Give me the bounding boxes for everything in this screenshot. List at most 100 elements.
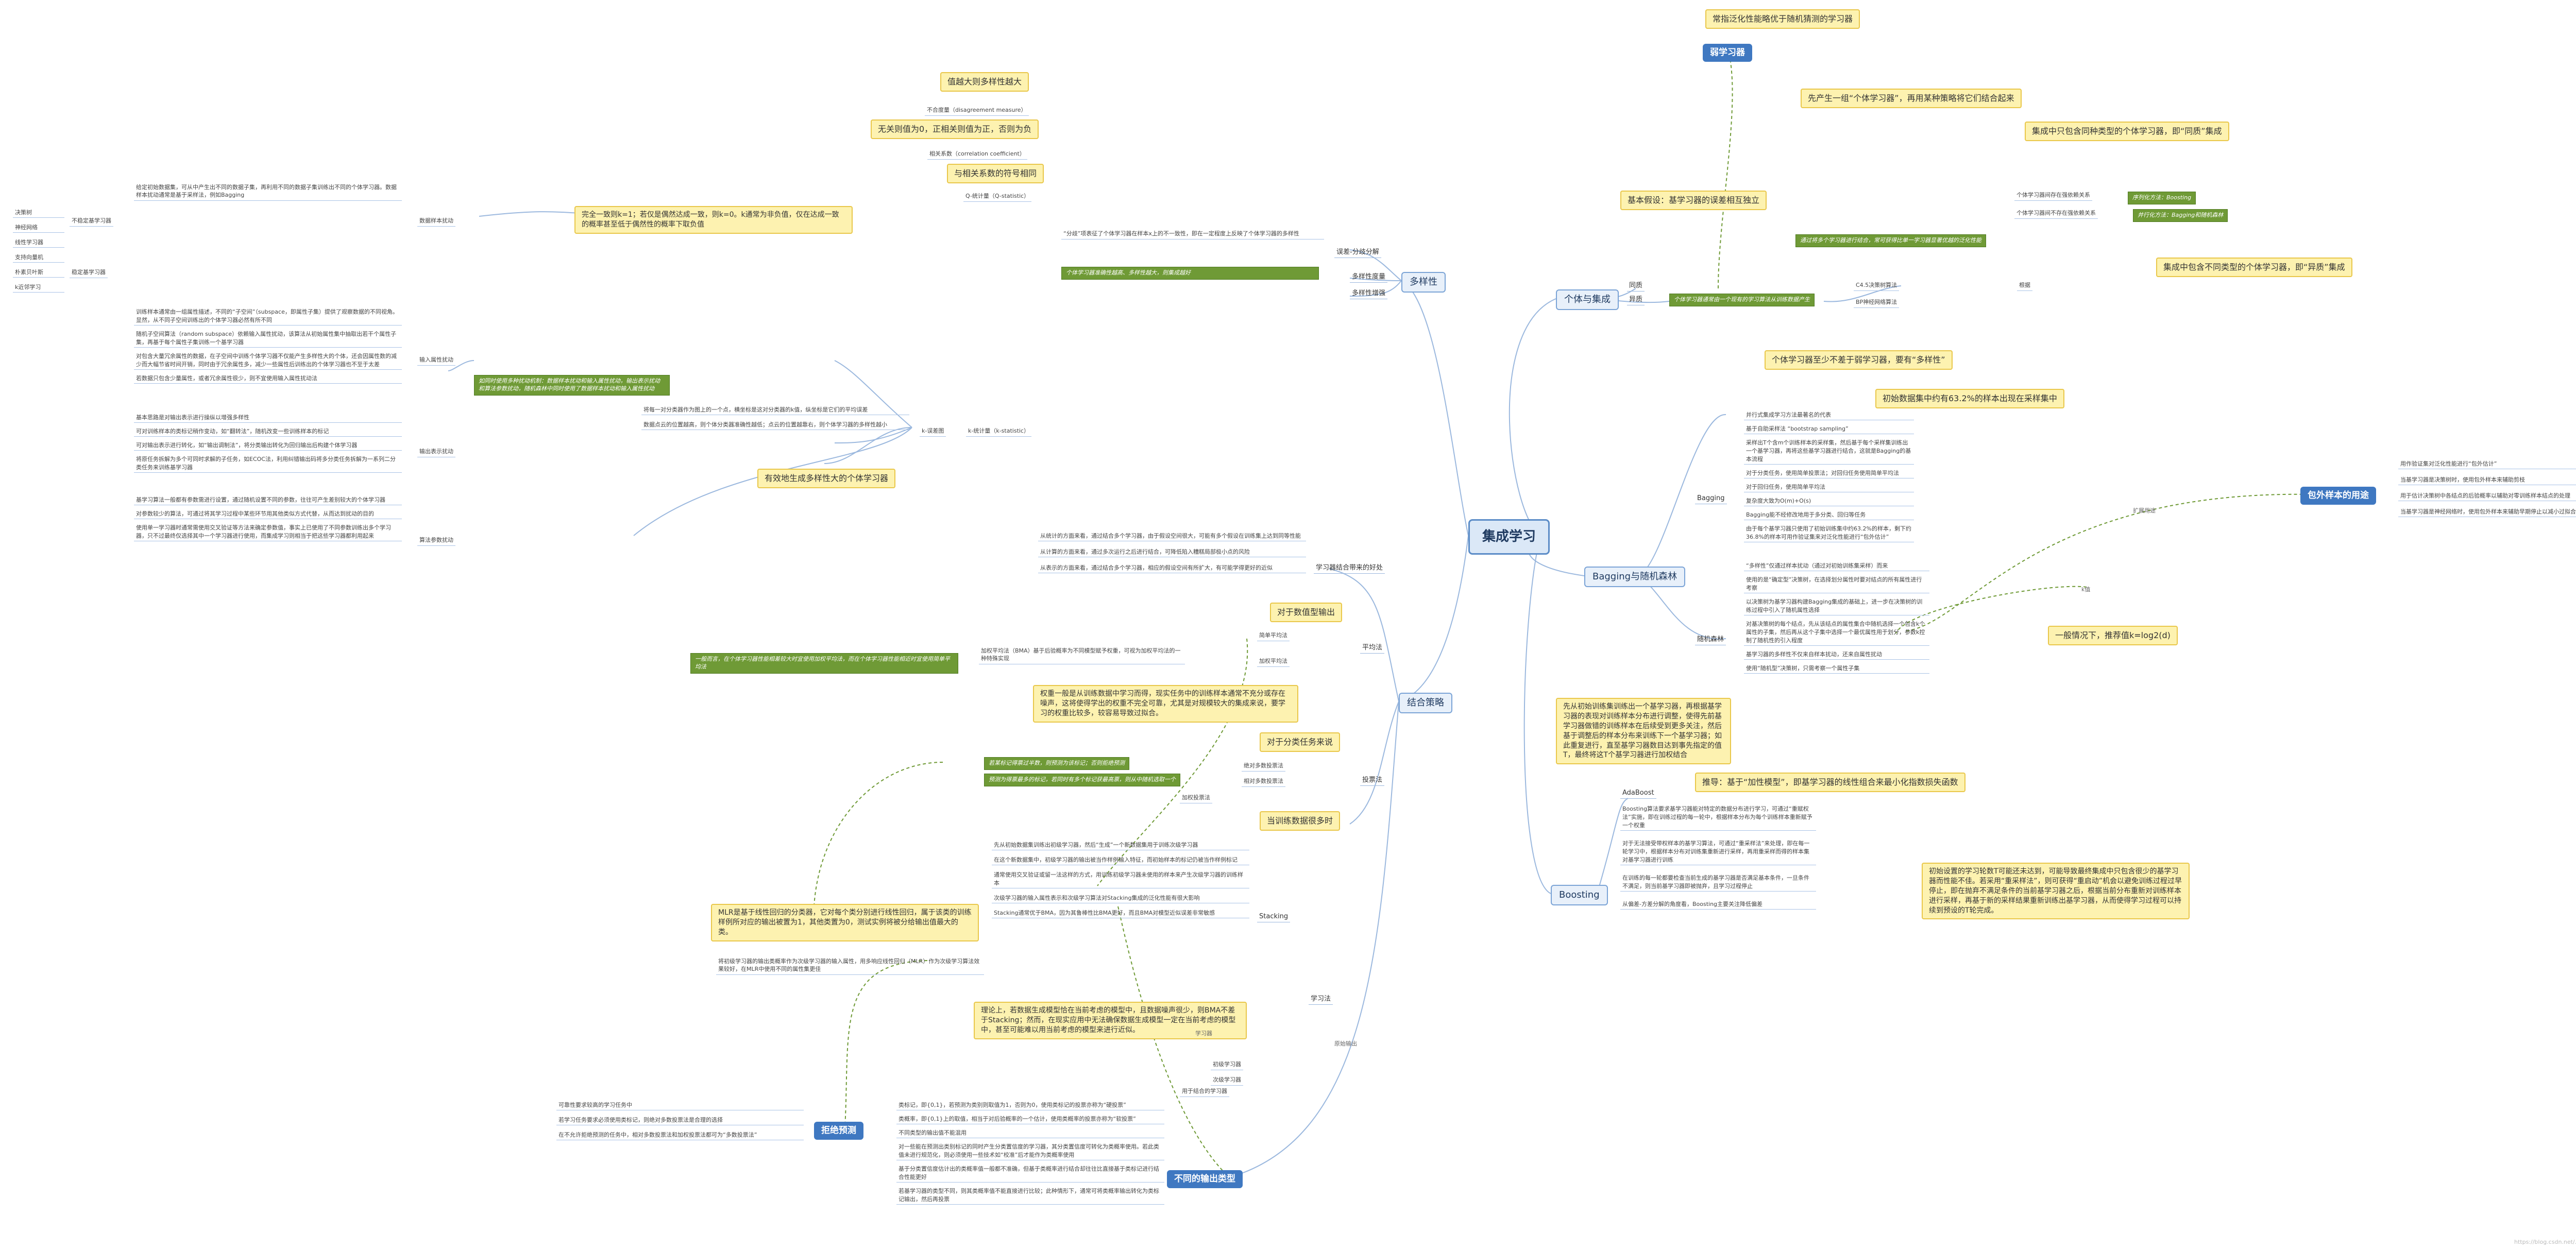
input-perturb-item: 训练样本通常由一组属性描述，不同的“子空间”（subspace，即属性子集）提供… (134, 306, 402, 325)
bma-desc: 加权平均法（BMA）基于后验概率为不同模型赋予权重，可视为加权平均法的一种特殊实… (979, 646, 1185, 664)
stacking-item: 在这个新数据集中，初级学习器的输出被当作样例输入特征，而初始样本的标记仍被当作样… (992, 854, 1249, 865)
stacking-item: Stacking通常优于BMA，因为其鲁棒性比BMA更好，而且BMA对模型近似误… (992, 907, 1249, 918)
primary-learner[interactable]: 初级学习器 (1211, 1060, 1243, 1070)
rf-item: 使用的是“确定型”决策树，在选择划分属性时要对结点的所有属性进行考察 (1744, 574, 1929, 593)
param-perturb-item: 基学习算法一般都有参数需进行设置，通过随机设置不同的参数，往往可产生差别较大的个… (134, 494, 402, 505)
output-perturb-item: 将原任务拆解为多个可同时求解的子任务，如ECOC法，利用纠错输出码将多分类任务拆… (134, 454, 402, 473)
data-perturb-text: 给定初始数据集，可从中产生出不同的数据子集，再利用不同的数据子集训练出不同的个体… (134, 183, 402, 201)
stacking-item: 通常使用交叉验证或留一法这样的方式，用训练初级学习器未使用的样本来产生次级学习器… (992, 869, 1249, 888)
root-node[interactable]: 集成学习 (1468, 519, 1550, 555)
c45-leaf[interactable]: C4.5决策树算法 (1854, 281, 1900, 291)
learning-label[interactable]: 学习法 (1309, 994, 1333, 1005)
parallel-label[interactable]: 个体学习器间不存在强依赖关系 (2014, 209, 2098, 219)
output-perturb-item: 基本思路是对输出表示进行操纵以增强多样性 (134, 412, 402, 423)
boosting-item: Boosting算法要求基学习器能对特定的数据分布进行学习，可通过“重赋权法”实… (1620, 803, 1816, 831)
plurality-vote[interactable]: 相对多数投票法 (1242, 777, 1285, 787)
branch-boosting[interactable]: Boosting (1551, 885, 1608, 906)
learner-type-item: 朴素贝叶斯 (13, 267, 64, 278)
boosting-item: 在训练的每一轮都要检查当前生成的基学习器是否满足基本条件，一旦条件不满足，则当前… (1620, 872, 1816, 892)
benefits-title[interactable]: 学习器结合带来的好处 (1314, 563, 1385, 574)
error-ambiguity-text: “分歧”项表征了个体学习器在样本x上的不一致性，即在一定程度上反映了个体学习器的… (1061, 229, 1324, 239)
kappa-item: 将每一对分类器作为图上的一个点，横坐标是这对分类器的k值，纵坐标是它们的平均误差 (641, 404, 909, 415)
reject-predict-node[interactable]: 拒绝预测 (814, 1122, 863, 1140)
majority-vote[interactable]: 绝对多数投票法 (1242, 761, 1285, 772)
bagging-item: 并行式集成学习方法最著名的代表 (1744, 409, 1914, 420)
data-perturb[interactable]: 数据样本扰动 (417, 216, 455, 227)
voting-label[interactable]: 投票法 (1360, 775, 1385, 786)
bagging-item: 对于分类任务，使用简单投票法；对回归任务使用简单平均法 (1744, 468, 1914, 478)
serial-label[interactable]: 个体学习器间存在强依赖关系 (2014, 191, 2092, 201)
unstable-learner[interactable]: 不稳定基学习器 (70, 216, 113, 227)
disagreement-measure[interactable]: 不合度量（disagreement measure） (925, 106, 1029, 116)
error-ambiguity-label[interactable]: 误差-分歧分解 (1334, 247, 1381, 258)
input-perturb[interactable]: 输入属性扰动 (417, 355, 455, 366)
oob-usage-node[interactable]: 包外样本的用途 (2300, 487, 2376, 505)
bagging-item: 采样出T个含m个训练样本的采样集，然后基于每个采样集训练出一个基学习器，再将这些… (1744, 437, 1914, 465)
boosting-item: 对于无法接受带权样本的基学习算法，可通过“重采样法”来处理，即在每一轮学习中，根… (1620, 838, 1816, 865)
heterogeneous-label[interactable]: 异质 (1627, 295, 1645, 305)
output-types-node[interactable]: 不同的输出类型 (1167, 1170, 1243, 1188)
k-float: k值 (2081, 586, 2091, 593)
weighted-avg[interactable]: 加权平均法 (1257, 657, 1290, 667)
output-perturb-item: 可对输出表示进行转化，如“输出调制法”，将分类输出转化为回归输出后构建个体学习器 (134, 440, 402, 451)
bma-stacking-note: 理论上，若数据生成模型恰在当前考虑的模型中，且数据噪声很少，则BMA不差于Sta… (974, 1002, 1247, 1039)
homogeneous-label[interactable]: 同质 (1627, 281, 1645, 292)
branch-bagging-rf[interactable]: Bagging与随机森林 (1584, 567, 1686, 588)
benefit-item: 从统计的方面来看，通过结合多个学习器，由于假设空间很大，可能有多个假设在训练集上… (1038, 530, 1306, 541)
random-forest-label[interactable]: 随机森林 (1695, 635, 1726, 645)
stacking-item: 次级学习器的输入属性表示和次级学习算法对Stacking集成的泛化性能有很大影响 (992, 893, 1249, 903)
kappa-item: 数据点云的位置越高，则个体分类器准确性越低；点云的位置越靠右，则个体学习器的多样… (641, 419, 909, 430)
watermark: https://blog.csdn.net/... (2514, 1239, 2576, 1245)
stable-learner[interactable]: 稳定基学习器 (70, 268, 108, 278)
q-statistic[interactable]: Q-统计量（Q-statistic） (963, 192, 1032, 202)
benefit-item: 从表示的方面来看，通过结合多个学习器，相应的假设空间有所扩大，有可能学得更好的近… (1038, 562, 1306, 573)
weighted-vote[interactable]: 加权投票法 (1180, 793, 1212, 803)
bagging-label[interactable]: Bagging (1695, 493, 1727, 504)
input-perturb-item: 若数据只包含少量属性，或者冗余属性很少，则不宜使用输入属性扰动法 (134, 373, 402, 384)
bagging-item: Bagging能不经修改地用于多分类、回归等任务 (1744, 509, 1914, 520)
rf-item: 使用“随机型”决策树，只需考察一个属性子集 (1744, 663, 1929, 674)
rf-item: 对基决策树的每个结点，先从该结点的属性集合中随机选择一个包含k个属性的子集，然后… (1744, 619, 1929, 646)
simple-avg[interactable]: 简单平均法 (1257, 631, 1290, 641)
high-diversity-note: 有效地生成多样性大的个体学习器 (757, 469, 896, 488)
first-produce-note: 先产生一组“个体学习器”，再用某种策略将它们结合起来 (1801, 89, 2022, 108)
combine-green-note: 通过将多个学习器进行结合，常可获得比单一学习器显著优越的泛化性能 (1795, 234, 1986, 247)
oob-item: 当基学习器是神经网络时，使用包外样本来辅助早期停止以减小过拟合风险 (2398, 506, 2576, 517)
weight-overfit-note: 权重一般是从训练数据中学习而得，现实任务中的训练样本通常不充分或存在噪声，这将使… (1033, 685, 1298, 723)
output-type-item: 基于分类置信度估计出的类概率值一般都不准确，但基于类概率进行结合却往往比直接基于… (896, 1163, 1164, 1183)
benefit-item: 从计算的方面来看，通过多次运行之后进行结合，可降低陷入糟糕局部极小点的风险 (1038, 546, 1306, 557)
vote-green-note: 若某标记得票过半数，则预测为该标记；否则拒绝预测 (984, 757, 1129, 770)
weak-learner-note: 常指泛化性能略优于随机猜测的学习器 (1705, 9, 1860, 29)
output-perturb[interactable]: 输出表示扰动 (417, 447, 455, 457)
branch-combination[interactable]: 结合策略 (1399, 693, 1452, 714)
learner-type-item: 线性学习器 (13, 237, 64, 248)
meta-learner[interactable]: 用于结合的学习器 (1180, 1087, 1229, 1097)
diversity-enhance-label[interactable]: 多样性增强 (1350, 288, 1388, 299)
branch-individual-ensemble[interactable]: 个体与集成 (1556, 289, 1619, 311)
additive-model-note: 推导：基于“加性模型”，即基学习器的线性组合来最小化指数损失函数 (1695, 773, 1965, 792)
kappa-diagram[interactable]: k-误差图 (920, 426, 946, 437)
bp-leaf[interactable]: BP神经网络算法 (1854, 298, 1900, 308)
classify-basis[interactable]: 根据 (2017, 281, 2032, 291)
learner-float: 学习器 (1195, 1030, 1212, 1037)
diversity-requirement-note: 个体学习器至少不差于弱学习器，要有“多样性” (1765, 350, 1953, 370)
rf-item: 以决策树为基学习器构建Bagging集成的基础上，进一步在决策树的训练过程中引入… (1744, 596, 1929, 615)
classify-task-note: 对于分类任务来说 (1260, 732, 1341, 752)
diversity-measure-label[interactable]: 多样性度量 (1350, 272, 1388, 283)
averaging-label[interactable]: 平均法 (1360, 643, 1385, 654)
correlation-coef[interactable]: 相关系数（correlation coefficient） (927, 149, 1027, 160)
secondary-learner[interactable]: 次级学习器 (1211, 1075, 1243, 1086)
oob-item: 用作验证集对泛化性能进行“包外估计” (2398, 458, 2576, 469)
correlation-note: 无关则值为0，正相关则值为正，否则为负 (871, 119, 1039, 139)
adaboost-label[interactable]: AdaBoost (1620, 788, 1656, 799)
boosting-item: 从偏差-方差分解的角度看，Boosting主要关注降低偏差 (1620, 899, 1816, 910)
kappa-statistic[interactable]: k-统计量（k-statistic） (966, 426, 1031, 437)
param-perturb-item: 使用单一学习器时通常需使用交叉验证等方法来确定参数值，事实上已使用了不同参数训练… (134, 522, 402, 541)
weak-learner-node[interactable]: 弱学习器 (1703, 44, 1752, 62)
k-recommend-note: 一般情况下，推荐值k=log2(d) (2048, 626, 2178, 645)
learner-type-item: 支持向量机 (13, 252, 64, 263)
branch-diversity[interactable]: 多样性 (1401, 272, 1446, 293)
hetero-note: 集成中包含不同类型的个体学习器，即“异质”集成 (2156, 258, 2352, 277)
param-perturb[interactable]: 算法参数扰动 (417, 536, 455, 546)
stacking-label[interactable]: Stacking (1257, 912, 1291, 922)
